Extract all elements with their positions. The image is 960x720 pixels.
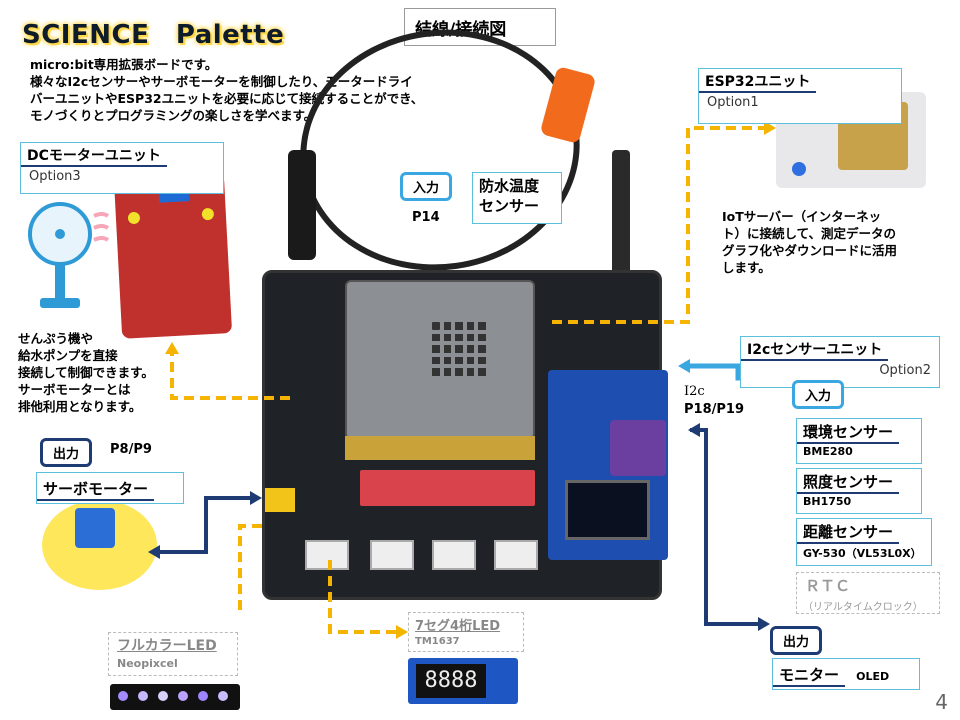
- wiring-diagram-label: 結線/接続図: [415, 20, 507, 40]
- sensor-probe: [288, 150, 316, 260]
- servo-header: [265, 488, 295, 512]
- dc-motor-unit-title: DCモーターユニット: [21, 143, 167, 167]
- i2c-input-tag: 入力: [792, 380, 845, 409]
- i2c-pins-label: P18/P19: [684, 402, 744, 417]
- sensor-box-distance: 距離センサー GY-530（VL53L0X）: [796, 518, 932, 566]
- neopixel-connection-line: [238, 524, 262, 616]
- sensor-name: 距離センサー: [797, 519, 900, 544]
- i2c-unit-box: I2cセンサーユニット Option2: [740, 336, 940, 388]
- sensor-model: BH1750: [803, 495, 852, 508]
- connector-2: [370, 540, 414, 570]
- sensor-cable: [284, 11, 596, 289]
- oled-display: [565, 480, 650, 540]
- fullcolor-box: フルカラーLED Neopixcel: [108, 632, 238, 676]
- esp32-note-line: します。: [722, 260, 771, 275]
- i2c-label: I2c: [684, 384, 705, 399]
- connector-4: [494, 540, 538, 570]
- dc-motor-note: せんぷう機や 給水ポンプを直接 接続して制御できます。 サーボモーターとは 排他…: [18, 330, 198, 415]
- intro-line: モノづくりとプログラミングの楽しさを学べます。: [30, 108, 317, 123]
- monitor-output-tag: 出力: [770, 626, 823, 655]
- sensor-box-env: 環境センサー BME280: [796, 418, 922, 464]
- servo-label: サーボモーター: [37, 476, 155, 501]
- waterproof-input-tag: 入力: [400, 172, 453, 201]
- sensor-model: BME280: [803, 445, 853, 458]
- sensor-name: 照度センサー: [797, 469, 900, 494]
- dc-motor-unit-board: [113, 173, 233, 339]
- sensor-model: GY-530（VL53L0X）: [803, 547, 922, 560]
- esp32-note-line: IoTサーバー（インターネッ: [722, 209, 882, 224]
- i2c-unit-title: I2cセンサーユニット: [741, 337, 889, 361]
- intro-text: micro:bit専用拡張ボードです。 様々なI2cセンサーやサーボモーターを制…: [30, 56, 540, 124]
- intro-line: バーユニットやESP32ユニットを必要に応じて接続することができ、: [30, 91, 424, 106]
- dc-note-line: 排他利用となります。: [18, 399, 142, 414]
- dc-note-line: 給水ポンプを直接: [18, 348, 118, 363]
- servo-box: サーボモーター: [36, 472, 184, 504]
- monitor-connection-line: [690, 428, 766, 626]
- sevenseg-model: TM1637: [415, 636, 460, 647]
- rtc-box: ＲＴＣ （リアルタイムクロック）: [796, 572, 940, 614]
- rtc-name: ＲＴＣ: [805, 577, 851, 595]
- dc-note-line: サーボモーターとは: [18, 382, 131, 397]
- led-matrix: [432, 322, 486, 376]
- monitor-name: モニター: [773, 662, 846, 687]
- dc-motor-option: Option3: [29, 169, 81, 184]
- seven-segment-digits: 8888: [416, 664, 486, 698]
- esp32-note-line: ト）に接続して、測定データの: [722, 226, 897, 241]
- monitor-sub: OLED: [856, 670, 890, 683]
- servo-pins-label: P8/P9: [110, 442, 152, 457]
- sensor-cable-end: [612, 150, 630, 280]
- sevenseg-name: 7セグ4桁LED: [415, 619, 501, 634]
- neopixel-strip: [110, 684, 240, 710]
- dc-motor-unit-box: DCモーターユニット Option3: [20, 142, 224, 194]
- servo-motor-image: [75, 508, 115, 548]
- dc-note-line: せんぷう機や: [18, 331, 94, 346]
- esp32-note: IoTサーバー（インターネッ ト）に接続して、測定データの グラフ化やダウンロー…: [722, 208, 952, 276]
- esp32-unit-title: ESP32ユニット: [699, 69, 817, 93]
- connector-3: [432, 540, 476, 570]
- esp32-unit-box: ESP32ユニット Option1: [698, 68, 902, 124]
- sensor-box-light: 照度センサー BH1750: [796, 468, 922, 514]
- waterproof-sensor-label: 防水温度 センサー: [479, 177, 540, 215]
- waterproof-pin-label: P14: [412, 210, 440, 225]
- esp32-option: Option1: [707, 95, 759, 110]
- intro-line: 様々なI2cセンサーやサーボモーターを制御したり、モータードライ: [30, 74, 413, 89]
- servo-output-tag: 出力: [40, 438, 93, 467]
- page-title: SCIENCE Palette: [22, 20, 285, 50]
- dc-note-line: 接続して制御できます。: [18, 365, 154, 380]
- connector-1: [305, 540, 349, 570]
- fullcolor-model: Neopixcel: [117, 657, 178, 670]
- microbit-edge-connector: [345, 436, 535, 460]
- i2c-unit-option: Option2: [879, 363, 931, 378]
- fullcolor-name: フルカラーLED: [117, 638, 217, 654]
- sevenseg-box: 7セグ4桁LED TM1637: [408, 612, 524, 652]
- esp32-note-line: グラフ化やダウンロードに活用: [722, 243, 898, 258]
- rtc-sub: （リアルタイムクロック）: [803, 602, 923, 613]
- waterproof-sensor-box: 防水温度 センサー: [472, 172, 562, 224]
- gpio-header: [360, 470, 535, 506]
- page-number: 4: [935, 690, 948, 714]
- intro-line: micro:bit専用拡張ボードです。: [30, 57, 218, 72]
- wiring-diagram-label-box: 結線/接続図: [404, 8, 556, 46]
- fan-icon: [28, 202, 110, 308]
- microbit-board: [345, 280, 535, 440]
- monitor-box: モニター OLED: [772, 658, 920, 690]
- sensor-module: [610, 420, 666, 476]
- sensor-name: 環境センサー: [797, 419, 900, 444]
- servo-connection-line: [152, 496, 258, 554]
